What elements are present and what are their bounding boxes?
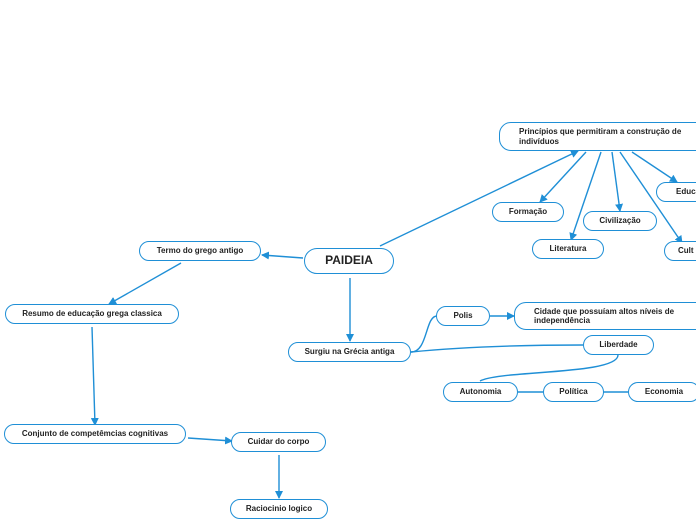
edge-resumo-conjunto [90,326,99,426]
node-resumo[interactable]: Resumo de educação grega classica [5,304,179,324]
edge-paideia-principles [379,150,579,247]
node-termo[interactable]: Termo do grego antigo [139,241,261,261]
edge-principles-cult [619,151,683,244]
node-civilizacao[interactable]: Civilização [583,211,657,231]
node-conjunto[interactable]: Conjunto de competêmcias cognitivas [4,424,186,444]
edge-termo-resumo [108,262,182,305]
node-liberdade[interactable]: Liberdade [583,335,654,355]
node-economia[interactable]: Economia [628,382,696,402]
edge-principles-educa [631,151,678,183]
node-cidade[interactable]: Cidade que possuíam altos níveis de inde… [514,302,696,330]
edge-principles-literatura [569,151,602,241]
node-cuidar[interactable]: Cuidar do corpo [231,432,326,452]
node-principles[interactable]: Princípios que permitiram a construção d… [499,122,696,151]
node-literatura[interactable]: Literatura [532,239,604,259]
edge-principles-civilizacao [611,151,624,212]
node-cult[interactable]: Cult [664,241,696,261]
node-surgiu[interactable]: Surgiu na Grécia antiga [288,342,411,362]
node-paideia[interactable]: PAIDEIA [304,248,394,274]
node-autonomia[interactable]: Autonomia [443,382,518,402]
node-educa[interactable]: Educa [656,182,696,202]
edge-surgiu-polis [410,315,438,353]
edge-conjunto-cuidar [187,436,233,445]
node-politica[interactable]: Política [543,382,604,402]
edge-liberdade-autonomia [479,354,619,382]
edge-principles-formacao [539,151,587,203]
node-formacao[interactable]: Formação [492,202,564,222]
node-raciocinio[interactable]: Raciocinio logico [230,499,328,519]
edge-paideia-termo [261,251,304,260]
node-polis[interactable]: Polis [436,306,490,326]
edge-surgiu-liberdade [410,344,584,353]
